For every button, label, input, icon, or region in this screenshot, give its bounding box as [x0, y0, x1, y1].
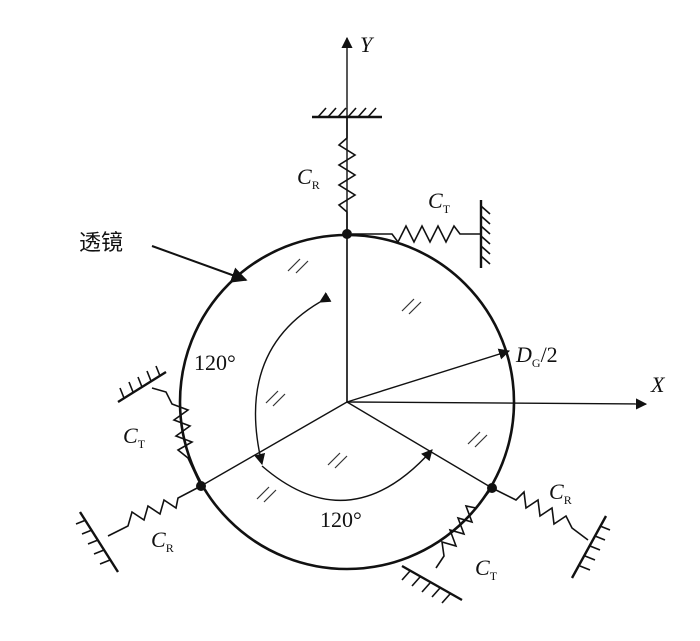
radius-arrow [346, 348, 511, 403]
lens-line-left [200, 401, 348, 487]
label-radius: DG/2 [515, 342, 558, 370]
spring-top-radial [337, 117, 357, 234]
label-spring-top-radial: CR [297, 164, 320, 192]
label-spring-right-radial: CR [549, 479, 572, 507]
ground-left-upper [117, 365, 167, 404]
x-axis [346, 398, 648, 410]
label-angle-bottom: 120° [320, 507, 362, 532]
ground-top-right [479, 200, 491, 268]
spring-right-tangential [435, 487, 493, 569]
label-spring-top-tangential: CT [428, 188, 451, 216]
angle-arc-bottom [261, 449, 433, 502]
ground-right-lower [401, 564, 463, 604]
label-angle-left: 120° [194, 350, 236, 375]
label-lens: 透镜 [79, 231, 123, 256]
label-spring-right-tangential: CT [475, 555, 498, 583]
label-spring-left-tangential: CT [123, 423, 146, 451]
spring-top-tangential [352, 224, 480, 244]
label-x-axis: X [650, 372, 666, 397]
glass-hatch-marks [256, 258, 488, 503]
lens-pointer-arrow [151, 245, 248, 283]
spring-right-radial [491, 487, 589, 541]
label-spring-left-radial: CR [151, 527, 174, 555]
ground-top [312, 107, 382, 119]
label-y-axis: Y [360, 32, 375, 57]
lens-line-right [346, 401, 493, 489]
spring-left-radial [107, 485, 202, 537]
ground-left-lower [75, 511, 120, 573]
angle-arc-left [254, 292, 332, 466]
ground-right [570, 515, 611, 579]
spring-left-tangential [151, 387, 202, 487]
